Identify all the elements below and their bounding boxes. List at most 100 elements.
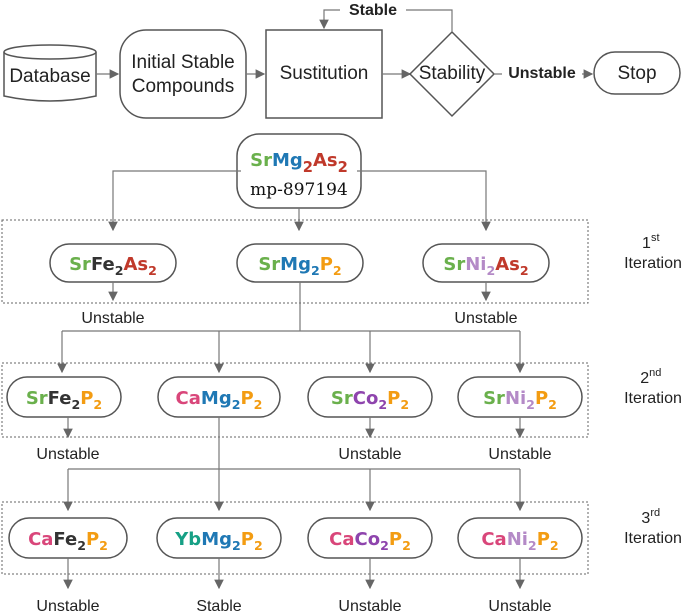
compound-r2c2: CaMg2P2 [157, 376, 281, 418]
formula-part: 2 [400, 397, 409, 412]
formula-part: 2 [550, 538, 559, 553]
compound-r3c3: CaCo2P2 [307, 517, 433, 559]
iteration2-frame [1, 362, 589, 438]
formula-part: Fe [53, 529, 77, 550]
formula-part: Mg [201, 529, 232, 550]
initial-label-line1: Initial Stable [131, 52, 235, 73]
formula-part: 2 [232, 397, 241, 412]
formula-part: 2 [77, 538, 86, 553]
formula-part: Mg [201, 388, 232, 409]
formula-part: Sr [443, 254, 465, 275]
formula-part: Ca [176, 388, 201, 409]
formula-part: P [535, 388, 548, 409]
formula-part: Ca [329, 529, 354, 550]
formula-part: 2 [93, 397, 102, 412]
iteration2-label: 2nd Iteration [624, 363, 682, 407]
formula-part: P [86, 529, 99, 550]
formula-part: 2 [311, 263, 320, 278]
formula-part: Sr [26, 388, 48, 409]
compound-r3c4: CaNi2P2 [457, 517, 583, 559]
stop-label: Stop [617, 63, 656, 84]
formula-r3c1: CaFe2P2 [28, 529, 108, 553]
connector-root-right [357, 170, 491, 232]
formula-part: As [123, 254, 148, 275]
formula-part: P [387, 388, 400, 409]
result-r3c4: Unstable [488, 598, 551, 615]
formula-part: P [320, 254, 333, 275]
formula-part: Ca [481, 529, 506, 550]
formula-part: 2 [333, 263, 342, 278]
compound-r3c2: YbMg2P2 [156, 517, 282, 559]
substitution-box: Sustitution [265, 29, 383, 119]
compound-r3c1: CaFe2P2 [8, 517, 128, 559]
formula-part: Sr [258, 254, 280, 275]
formula-r1c1: SrFe2As2 [69, 254, 157, 278]
formula-part: Co [355, 529, 381, 550]
formula-part: Co [353, 388, 379, 409]
formula-part: Ca [28, 529, 53, 550]
formula-part: Fe [48, 388, 72, 409]
iteration1-frame [1, 219, 589, 304]
formula-r1c3: SrNi2As2 [443, 254, 528, 278]
compound-r2c1: SrFe2P2 [6, 376, 122, 418]
result-r2c3: Unstable [338, 446, 401, 463]
root-compound: SrMg2As2 mp-897194 [236, 133, 362, 209]
formula-r2c4: SrNi2P2 [483, 388, 557, 412]
substitution-label: Sustitution [280, 63, 369, 84]
formula-part: 2 [99, 538, 108, 553]
formula-part: Sr [483, 388, 505, 409]
formula-part: Ni [465, 254, 486, 275]
initial-label-line2: Compounds [132, 76, 234, 97]
formula-part: Fe [91, 254, 115, 275]
compound-r2c3: SrCo2P2 [307, 376, 433, 418]
formula-part: Sr [331, 388, 353, 409]
formula-part: 2 [254, 538, 263, 553]
stability-label: Stability [419, 63, 486, 84]
stop-box: Stop [593, 51, 681, 95]
formula-part: 2 [528, 538, 537, 553]
compound-r1c1: SrFe2As2 [49, 243, 177, 283]
result-r1c1: Unstable [81, 310, 144, 327]
connector-root-left [108, 170, 241, 232]
formula-part: 2 [380, 538, 389, 553]
result-r1c3: Unstable [454, 310, 517, 327]
formula-part: P [389, 529, 402, 550]
formula-part: Ni [505, 388, 526, 409]
formula-part: 2 [378, 397, 387, 412]
formula-part: P [240, 388, 253, 409]
formula-part: 2 [526, 397, 535, 412]
result-r3c1: Unstable [36, 598, 99, 615]
formula-part: 2 [232, 538, 241, 553]
formula-part: 2 [520, 263, 529, 278]
result-r2c1: Unstable [36, 446, 99, 463]
iteration3-label: 3rd Iteration [624, 503, 682, 547]
compound-r1c2: SrMg2P2 [236, 243, 364, 283]
unstable-stop-label: Unstable [508, 65, 576, 82]
formula-part: 2 [303, 159, 313, 176]
root-mp-id: mp-897194 [250, 180, 348, 200]
formula-part: 2 [338, 159, 348, 176]
formula-r2c3: SrCo2P2 [331, 388, 409, 412]
compound-r2c4: SrNi2P2 [457, 376, 583, 418]
flowchart: Database Initial Stable Compounds Sustit… [3, 0, 681, 119]
formula-part: Sr [69, 254, 91, 275]
formula-part: 2 [548, 397, 557, 412]
compound-r1c3: SrNi2As2 [422, 243, 550, 283]
formula-part: P [537, 529, 550, 550]
result-r3c3: Unstable [338, 598, 401, 615]
formula-r3c3: CaCo2P2 [329, 529, 411, 553]
formula-part: 2 [71, 397, 80, 412]
formula-r3c4: CaNi2P2 [481, 529, 558, 553]
result-r3c2: Stable [196, 598, 241, 615]
database-cylinder: Database [3, 44, 97, 102]
formula-part: 2 [402, 538, 411, 553]
formula-r3c2: YbMg2P2 [174, 529, 262, 553]
root-formula: SrMg2As2 [250, 150, 348, 176]
initial-compounds-box: Initial Stable Compounds [119, 29, 247, 119]
result-r2c4: Unstable [488, 446, 551, 463]
formula-part: As [495, 254, 520, 275]
formula-part: 2 [115, 263, 124, 278]
formula-part: P [80, 388, 93, 409]
formula-part: Mg [272, 150, 303, 171]
